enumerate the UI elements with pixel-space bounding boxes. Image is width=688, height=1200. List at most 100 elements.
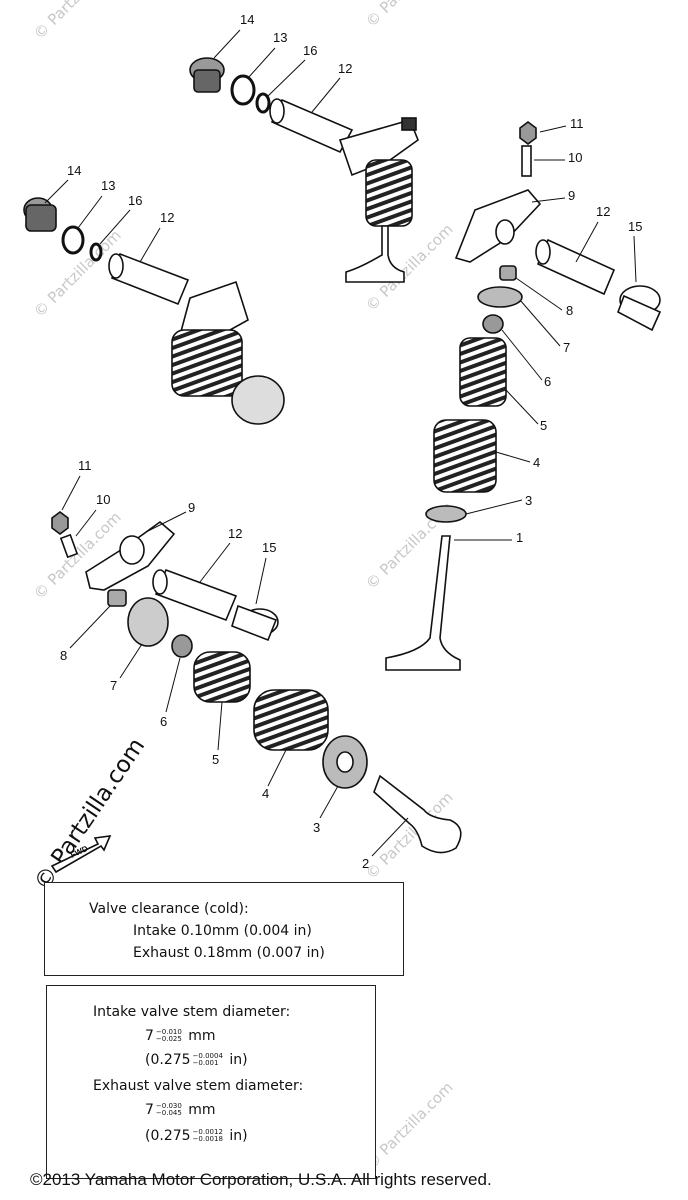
callout-10: 10 [96, 492, 110, 507]
exhaust-stem-in: (0.275−0.0012−0.0018 in) [145, 1126, 248, 1147]
intake-mm-unit: mm [188, 1028, 216, 1044]
intake-mm-lower: −0.025 [155, 1035, 182, 1043]
callout-12: 12 [160, 210, 174, 225]
exhaust-mm-upper: −0.030 [155, 1102, 182, 1110]
callout-14: 14 [67, 163, 81, 178]
watermark: © Partzilla.com [362, 0, 457, 31]
exhaust-stem-mm: 7−0.030−0.045 mm [145, 1100, 216, 1121]
callout-7: 7 [110, 678, 117, 693]
callout-9: 9 [568, 188, 575, 203]
intake-in-upper: −0.0004 [192, 1052, 223, 1060]
callout-10: 10 [568, 150, 582, 165]
valve-clearance-box: Valve clearance (cold): Intake 0.10mm (0… [44, 882, 404, 976]
callout-1: 1 [516, 530, 523, 545]
o-ring-part [255, 92, 271, 114]
inner-spring-part [459, 337, 507, 407]
callout-11: 11 [570, 116, 584, 131]
spring-seat-part [425, 505, 467, 523]
watermark: © Partzilla.com [30, 0, 125, 43]
callout-15: 15 [262, 540, 276, 555]
intake-mm-base: 7 [145, 1028, 154, 1044]
valve-spring-part [365, 159, 413, 227]
nut-part [519, 121, 537, 145]
callout-6: 6 [544, 374, 551, 389]
callout-14: 14 [240, 12, 254, 27]
retainer-part [127, 597, 169, 647]
clearance-exhaust: Exhaust 0.18mm (0.007 in) [133, 945, 325, 961]
nut-part [51, 511, 69, 535]
callout-2: 2 [362, 856, 369, 871]
valve-part [231, 375, 285, 425]
intake-in-unit: in) [229, 1052, 248, 1068]
exhaust-mm-lower: −0.045 [155, 1109, 182, 1117]
valve-part [385, 535, 461, 671]
exhaust-in-base: (0.275 [145, 1128, 191, 1144]
valve-stem-diameter-box: Intake valve stem diameter: 7−0.010−0.02… [46, 985, 376, 1179]
watermark: © Partzilla.com [30, 508, 125, 603]
exhaust-stem-title: Exhaust valve stem diameter: [93, 1078, 304, 1094]
left-rocker-assembly [23, 197, 285, 425]
valve-seal-part [171, 634, 193, 658]
callout-4: 4 [533, 455, 540, 470]
watermark-large: © Partzilla.com [29, 734, 150, 896]
callout-5: 5 [212, 752, 219, 767]
valve-part [373, 774, 462, 854]
rocker-shaft-part [111, 252, 190, 306]
exhaust-mm-base: 7 [145, 1102, 154, 1118]
outer-spring-part [253, 689, 329, 751]
valve-seal-part [482, 314, 504, 334]
spacer-part [107, 589, 127, 607]
callout-12: 12 [228, 526, 242, 541]
exhaust-in-upper: −0.0012 [192, 1128, 223, 1136]
valve-part [345, 225, 405, 283]
callout-13: 13 [273, 30, 287, 45]
callout-16: 16 [303, 43, 317, 58]
washer-part [230, 74, 256, 106]
bottom-exploded-assembly [50, 511, 462, 874]
washer-part [61, 225, 85, 255]
callout-8: 8 [60, 648, 67, 663]
intake-stem-in: (0.275−0.0004−0.001 in) [145, 1050, 248, 1071]
inner-spring-part [193, 651, 251, 703]
spacer-part [499, 265, 517, 281]
callout-15: 15 [628, 219, 642, 234]
callout-4: 4 [262, 786, 269, 801]
callout-7: 7 [563, 340, 570, 355]
callout-5: 5 [540, 418, 547, 433]
callout-12: 12 [338, 61, 352, 76]
exhaust-mm-tolerance: −0.030−0.045 [156, 1103, 182, 1117]
copyright-notice: ©2013 Yamaha Motor Corporation, U.S.A. A… [30, 1170, 492, 1189]
callout-6: 6 [160, 714, 167, 729]
o-ring-part [89, 242, 103, 262]
callout-13: 13 [101, 178, 115, 193]
intake-mm-upper: −0.010 [155, 1028, 182, 1036]
callout-16: 16 [128, 193, 142, 208]
retainer-part [477, 286, 523, 308]
callout-3: 3 [525, 493, 532, 508]
clearance-intake: Intake 0.10mm (0.004 in) [133, 923, 312, 939]
top-callouts: 14 13 16 12 [213, 12, 352, 113]
exhaust-mm-unit: mm [188, 1102, 216, 1118]
right-callouts: 11 10 9 12 15 8 7 6 5 4 3 1 [454, 116, 642, 545]
rocker-arm-part [338, 119, 419, 177]
exhaust-in-unit: in) [229, 1128, 248, 1144]
exhaust-in-lower: −0.0018 [192, 1135, 223, 1143]
exhaust-in-tolerance: −0.0012−0.0018 [193, 1129, 223, 1143]
callout-12: 12 [596, 204, 610, 219]
adjuster-screw-part [59, 533, 79, 559]
intake-in-lower: −0.001 [192, 1059, 219, 1067]
intake-in-base: (0.275 [145, 1052, 191, 1068]
callout-3: 3 [313, 820, 320, 835]
intake-stem-title: Intake valve stem diameter: [93, 1004, 291, 1020]
intake-mm-tolerance: −0.010−0.025 [156, 1029, 182, 1043]
left-callouts: 14 13 16 12 [44, 163, 174, 263]
valve-spring-part [171, 329, 243, 397]
intake-stem-mm: 7−0.010−0.025 mm [145, 1026, 216, 1047]
callout-8: 8 [566, 303, 573, 318]
top-rocker-assembly [189, 57, 419, 283]
intake-in-tolerance: −0.0004−0.001 [193, 1053, 223, 1067]
rocker-shaft-part [154, 568, 238, 622]
bottom-callouts: 11 10 9 12 15 8 7 6 5 4 3 2 [60, 458, 409, 871]
adjuster-screw-part [521, 145, 532, 177]
